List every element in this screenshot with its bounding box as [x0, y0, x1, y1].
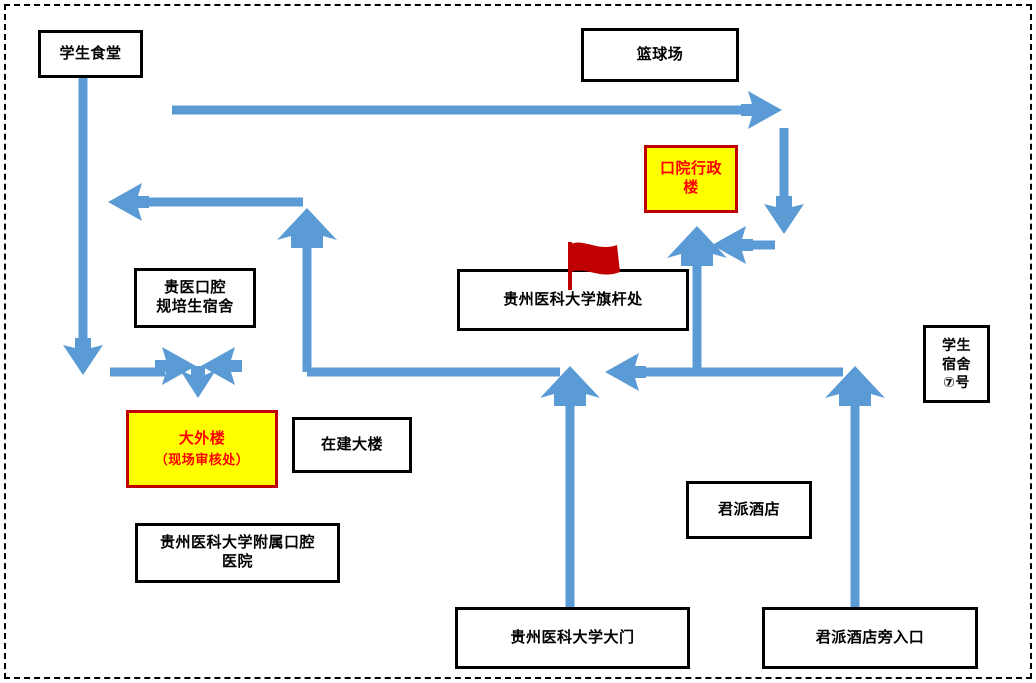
arrow-gate-up-head — [540, 366, 600, 406]
node-dawai-building-sublabel: （现场审核处） — [154, 452, 250, 468]
node-affiliated-stomatology-hospital[interactable]: 贵州医科大学附属口腔 医院 — [135, 523, 340, 583]
arrow-converge-left-head — [201, 347, 242, 385]
node-basketball-court-label: 篮球场 — [636, 45, 684, 63]
node-student-canteen-label: 学生食堂 — [59, 44, 122, 62]
node-dental-admin-building[interactable]: 口院行政 楼 — [644, 145, 738, 213]
arrow-canteen-down-head — [63, 338, 103, 375]
node-affiliated-stomatology-hospital-label: 贵州医科大学附属口腔 医院 — [159, 534, 315, 570]
node-university-main-gate[interactable]: 贵州医科大学大门 — [455, 607, 690, 669]
arrow-converge-right-head — [155, 347, 196, 385]
node-dental-trainee-dorm-label: 贵医口腔 规培生宿舍 — [156, 279, 234, 315]
node-dental-trainee-dorm[interactable]: 贵医口腔 规培生宿舍 — [134, 268, 256, 328]
node-student-dorm-7-label: 学生 宿舍 ⑦号 — [942, 336, 971, 391]
node-dawai-building[interactable]: 大外楼 （现场审核处） — [126, 410, 278, 488]
arrow-col-up-head — [277, 208, 337, 248]
node-flagpole-area-label: 贵州医科大学旗杆处 — [503, 290, 643, 308]
arrow-converge-down-head — [180, 366, 216, 398]
node-dawai-building-label: 大外楼 — [178, 429, 226, 447]
node-university-main-gate-label: 贵州医科大学大门 — [510, 628, 635, 646]
node-junpai-hotel-label: 君派酒店 — [717, 500, 780, 518]
node-building-under-construction-label: 在建大楼 — [320, 435, 383, 453]
arrow-short-left-head — [712, 226, 753, 264]
node-student-canteen[interactable]: 学生食堂 — [38, 30, 143, 78]
node-basketball-court[interactable]: 篮球场 — [581, 28, 739, 82]
node-student-dorm-7[interactable]: 学生 宿舍 ⑦号 — [923, 325, 990, 403]
node-flagpole-area[interactable]: 贵州医科大学旗杆处 — [457, 269, 689, 331]
arrow-mid-left-head — [605, 353, 646, 391]
arrow-hotel-entrance-up-head — [825, 366, 885, 406]
arrow-up-to-dental-admin-head — [667, 226, 727, 266]
node-dental-admin-building-label: 口院行政 楼 — [659, 160, 722, 196]
arrow-upper-left-head — [108, 183, 149, 221]
node-entrance-beside-junpai-hotel-label: 君派酒店旁入口 — [815, 628, 925, 646]
arrow-top-right-head — [741, 91, 782, 129]
arrow-right-down-head — [764, 196, 804, 234]
node-entrance-beside-junpai-hotel[interactable]: 君派酒店旁入口 — [762, 607, 978, 669]
node-building-under-construction[interactable]: 在建大楼 — [292, 417, 412, 473]
node-junpai-hotel[interactable]: 君派酒店 — [686, 481, 812, 539]
